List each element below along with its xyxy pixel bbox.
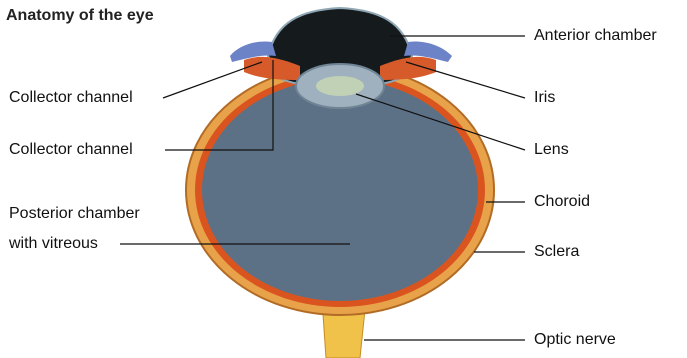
vitreous-body [202, 79, 478, 301]
label-posterior-chamber-line2: with vitreous [9, 236, 98, 252]
label-anterior-chamber: Anterior chamber [534, 28, 657, 44]
label-choroid: Choroid [534, 194, 590, 210]
label-collector-channel-upper: Collector channel [9, 90, 133, 106]
label-collector-channel-lower: Collector channel [9, 142, 133, 158]
label-posterior-chamber-line1: Posterior chamber [9, 206, 140, 222]
label-optic-nerve: Optic nerve [534, 332, 616, 348]
label-lens: Lens [534, 142, 569, 158]
label-iris: Iris [534, 90, 555, 106]
label-sclera: Sclera [534, 244, 579, 260]
lens-highlight [316, 76, 364, 96]
